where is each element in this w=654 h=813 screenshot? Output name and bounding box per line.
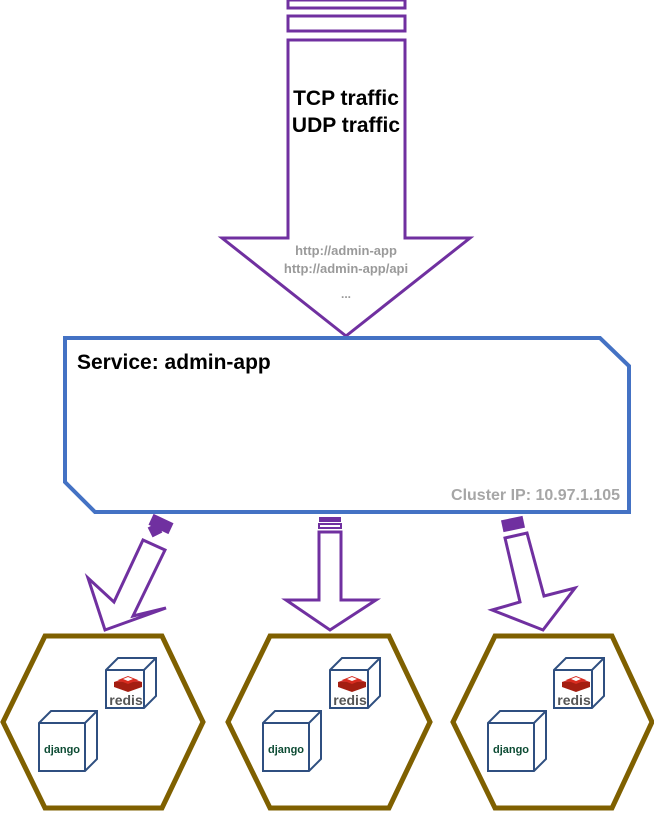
django-container: django <box>262 710 322 772</box>
django-logo-icon: django <box>493 744 529 756</box>
traffic-arrow: TCP traffic UDP traffic http://admin-app… <box>217 0 475 338</box>
pod-3: redis django <box>450 633 654 811</box>
arrow-tail-stripe-1 <box>286 0 407 10</box>
request-url-api: http://admin-app/api <box>284 261 408 276</box>
pod-2: redis django <box>225 633 433 811</box>
redis-logo-icon <box>562 676 590 692</box>
django-container: django <box>487 710 547 772</box>
arrow-to-pod-2 <box>281 517 382 632</box>
service-box: Service: admin-app Cluster IP: 10.97.1.1… <box>63 336 631 514</box>
pod-1: redis django <box>0 633 206 811</box>
arrow-to-pod-1 <box>84 513 174 632</box>
service-cluster-ip: Cluster IP: 10.97.1.105 <box>451 487 620 504</box>
redis-label: redis <box>109 692 143 708</box>
arrow-tail-stripe-2 <box>286 14 407 33</box>
pod-hexagon <box>0 633 206 811</box>
redis-container: redis <box>329 657 381 709</box>
request-url-more: ... <box>341 287 351 301</box>
pod-hexagon <box>450 633 654 811</box>
redis-logo-icon <box>338 676 366 692</box>
django-logo-icon: django <box>268 744 304 756</box>
redis-label: redis <box>333 692 367 708</box>
traffic-label-tcp: TCP traffic <box>293 87 399 110</box>
service-border <box>63 336 631 514</box>
redis-logo-icon <box>114 676 142 692</box>
django-container: django <box>38 710 98 772</box>
pod-hexagon <box>225 633 433 811</box>
request-url-root: http://admin-app <box>295 243 397 258</box>
traffic-label-udp: UDP traffic <box>292 114 400 137</box>
redis-container: redis <box>105 657 157 709</box>
service-title: Service: admin-app <box>77 351 271 374</box>
arrow-to-pod-3 <box>487 515 579 632</box>
arrow-body <box>217 38 475 338</box>
redis-container: redis <box>553 657 605 709</box>
django-logo-icon: django <box>44 744 80 756</box>
redis-label: redis <box>557 692 591 708</box>
